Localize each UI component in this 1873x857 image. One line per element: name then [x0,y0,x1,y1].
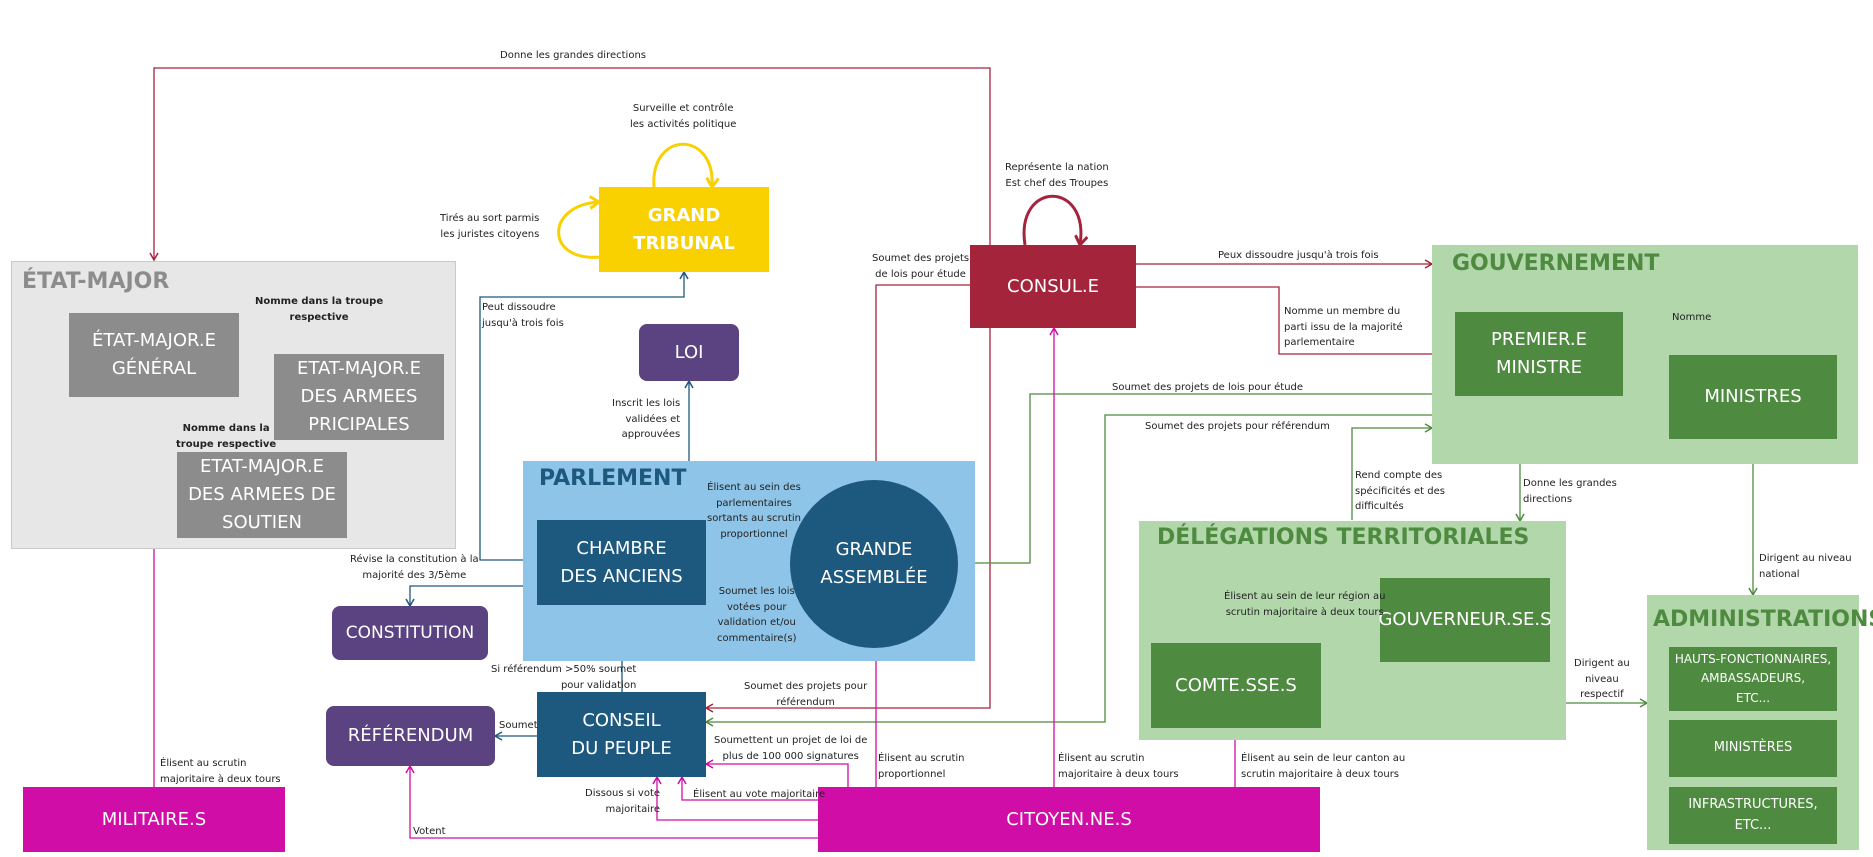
label-donne-grandes-directions: Donne les grandes directions [500,50,646,61]
tribunal-loop-top [652,142,712,187]
label-rend-compte: Rend compte des spécificités et des diff… [1355,470,1445,512]
admin-ministeres-box: MINISTÈRES [1669,720,1837,777]
label-inscrit-lois: Inscrit les lois validées et approuvées [612,398,681,440]
label-soumet: Soumet [499,720,538,731]
label-soumet-projets-etude: Soumet des projets de lois pour étude [872,253,970,280]
tribunal-loop-left [557,202,600,259]
loi-box: LOI [639,324,739,381]
label-elisent-canton: Élisent au sein de leur canton au scruti… [1241,753,1406,780]
label-gouv-soumet-referendum: Soumet des projets pour référendum [1145,421,1330,432]
label-elisent-militaires: Élisent au scrutin majoritaire à deux to… [160,758,281,785]
label-donne-directions-2: Donne les grandes directions [1523,478,1617,505]
consul-self-loop [1022,194,1081,245]
label-elisent-parlementaires: Élisent au sein des parlementaires sorta… [707,482,801,540]
connector-citoyens-conseil-dissous [652,775,818,821]
label-elisent-majoritaire-citoyens: Élisent au scrutin majoritaire à deux to… [1058,753,1179,780]
label-si-referendum: Si référendum >50% soumet pour validatio… [491,664,637,691]
em-principales-box: ETAT-MAJOR.E DES ARMEES PRICIPALES [274,354,444,440]
connector-chambre-constitution [405,585,537,608]
gouvernement-title: GOUVERNEMENT [1452,251,1660,276]
connector-consul-conseil [704,328,991,713]
referendum-box: RÉFÉRENDUM [326,706,495,766]
chambre-des-anciens-box: CHAMBRE DES ANCIENS [537,520,706,605]
admin-hauts-fonctionnaires-box: HAUTS-FONCTIONNAIRES, AMBASSADEURS, ETC.… [1669,647,1837,711]
label-represente: Représente la nation Est chef des Troupe… [1005,162,1109,189]
connector-chambre-tribunal [479,270,689,561]
label-dirigent-respectif: Dirigent au niveau respectif [1574,658,1630,700]
label-elisent-proportionnel: Élisent au scrutin proportionnel [878,753,965,780]
label-elisent-vote-majoritaire: Élisent au vote majoritaire [693,789,826,800]
em-general-box: ÉTAT-MAJOR.E GÉNÉRAL [69,313,239,397]
connector-consul-premier-ministre [1136,286,1457,359]
label-tires-au-sort: Tirés au sort parmis les juristes citoye… [440,213,540,240]
connector-citoyens-conseil-projet [704,759,849,787]
consul-box: CONSUL.E [970,245,1136,328]
parlement-title: PARLEMENT [539,466,687,491]
label-nomme-troupe-1: Nomme dans la troupe respective [255,296,384,323]
etat-major-title: ÉTAT-MAJOR [22,269,170,294]
label-peut-dissoudre: Peut dissoudre jusqu'à trois fois [482,302,564,329]
label-peux-dissoudre-trois: Peux dissoudre jusqu'à trois fois [1218,250,1379,261]
connector-consul-parlement [871,284,970,482]
label-revise-constitution: Révise la constitution à la majorité des… [350,554,479,581]
label-dissous: Dissous si vote majoritaire [585,788,661,815]
connector-delegations-gouv [1351,423,1434,520]
militaires-box: MILITAIRE.S [23,787,285,852]
label-votent: Votent [413,826,446,837]
label-surveille: Surveille et contrôle les activités poli… [630,103,737,130]
connector-citoyens-conseil-vote [677,775,818,801]
comtes-box: COMTE.SSE.S [1151,643,1321,728]
connector-gouv-parlement-etude [975,393,1432,564]
connector-citoyens-referendum [405,764,818,839]
grande-assemblee-circle: GRANDE ASSEMBLÉE [790,480,958,648]
connector-gouv-conseil-referendum [704,414,1432,727]
label-soumet-lois-votees: Soumet les lois votées pour validation e… [717,586,797,644]
grand-tribunal-box: GRAND TRIBUNAL [599,187,769,272]
constitution-box: CONSTITUTION [332,606,488,660]
label-nomme-troupe-2: Nomme dans la troupe respective [176,423,277,450]
label-nomme-membre: Nomme un membre du parti issu de la majo… [1284,306,1403,348]
label-nomme: Nomme [1672,312,1712,323]
premier-ministre-box: PREMIER.E MINISTRE [1455,312,1623,396]
label-dirigent-national: Dirigent au niveau national [1759,553,1852,580]
administrations-title: ADMINISTRATIONS [1653,607,1873,632]
delegations-title: DÉLÉGATIONS TERRITORIALES [1157,525,1530,550]
citoyens-box: CITOYEN.NE.S [818,787,1320,852]
label-soumet-projets-referendum: Soumet des projets pour référendum [744,681,868,708]
label-elisent-region: Élisent au sein de leur région au scruti… [1224,591,1386,618]
ministres-box: MINISTRES [1669,355,1837,439]
conseil-du-peuple-box: CONSEIL DU PEUPLE [537,692,706,777]
connector-consul-etat-major [149,67,991,262]
label-soumettent-projet: Soumettent un projet de loi de plus de 1… [714,735,868,762]
label-gouv-soumet-etude: Soumet des projets de lois pour étude [1112,382,1304,393]
admin-infrastructures-box: INFRASTRUCTURES, ETC... [1669,787,1837,844]
gouverneurs-box: GOUVERNEUR.SE.S [1378,578,1552,662]
em-soutien-box: ETAT-MAJOR.E DES ARMEES DE SOUTIEN [177,452,347,538]
